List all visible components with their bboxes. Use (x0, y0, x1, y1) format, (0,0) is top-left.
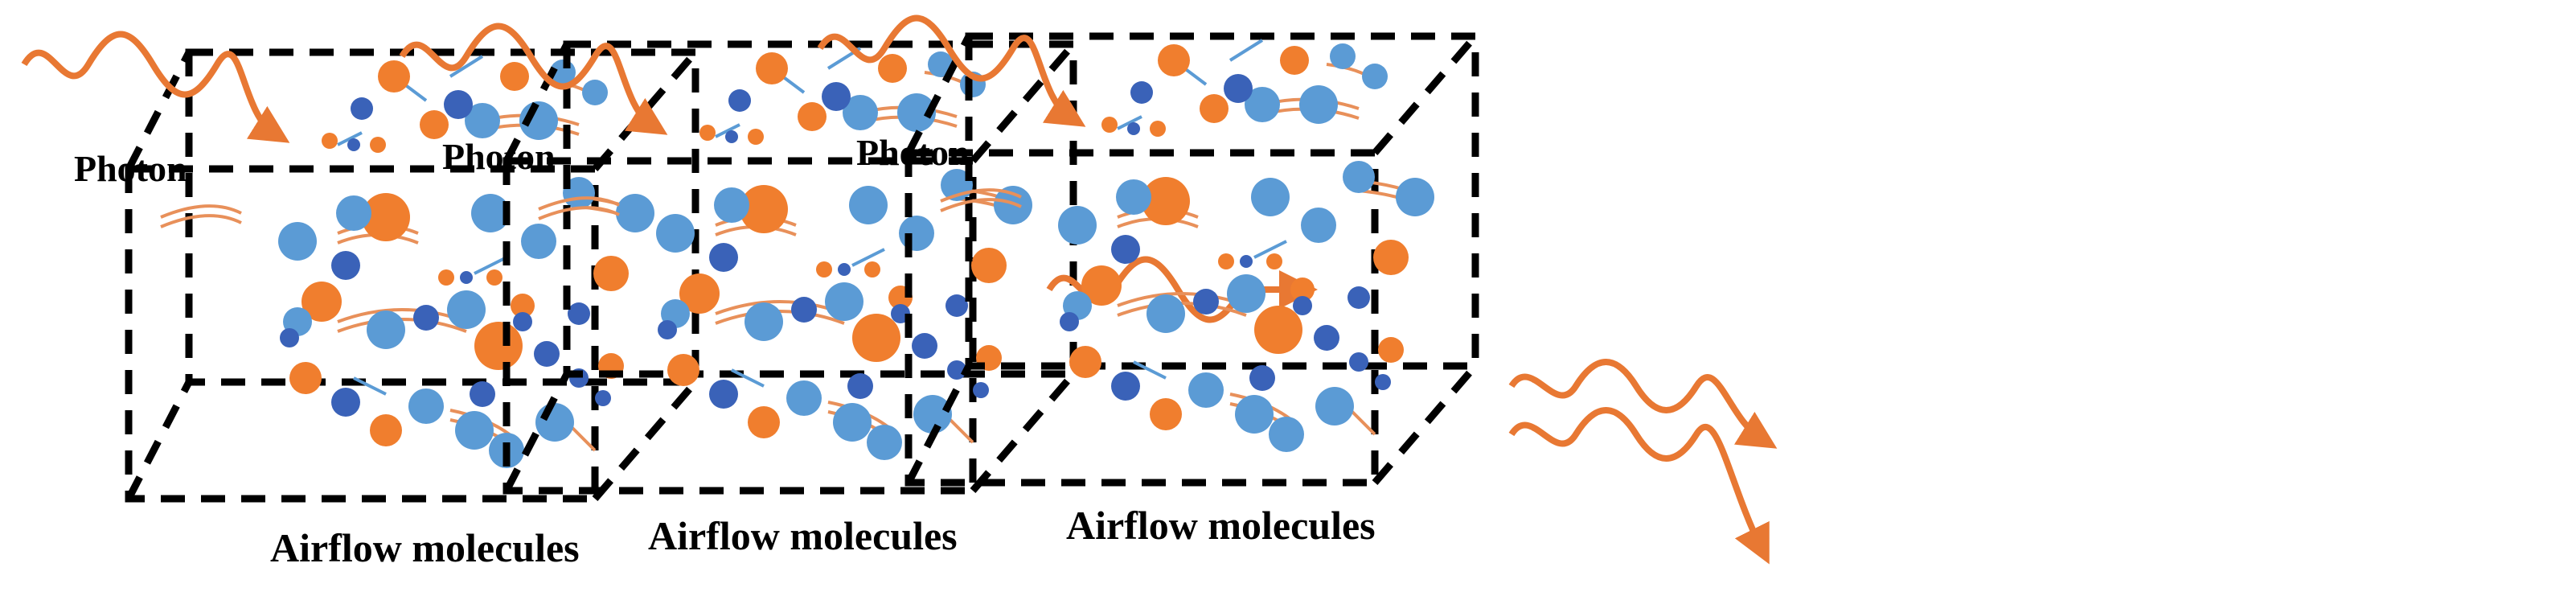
photon-label-2: Photon (442, 136, 556, 177)
panel-1: Photon Airflow molecules (21, 31, 695, 570)
incoming-photon-2 (399, 23, 668, 135)
molecules-3 (939, 39, 1436, 454)
scattered-photon-3b (1508, 407, 1770, 565)
transmitted-photon-2 (1046, 256, 1318, 323)
incoming-photon-3 (817, 14, 1086, 127)
photon-label-1: Photon (74, 148, 187, 189)
airflow-label-1: Airflow molecules (270, 525, 580, 570)
panel-3: Photon Airflow molecules (817, 14, 1778, 565)
airflow-label-3: Airflow molecules (1066, 503, 1376, 548)
panel-2: Photon Airflow molecules (399, 23, 1318, 558)
airflow-label-2: Airflow molecules (648, 513, 958, 558)
scattered-photon-3a (1508, 359, 1778, 449)
molecules-2 (537, 47, 1034, 462)
molecules-1 (159, 55, 656, 470)
photon-label-3: Photon (856, 132, 970, 173)
incoming-photon-1 (21, 31, 290, 143)
